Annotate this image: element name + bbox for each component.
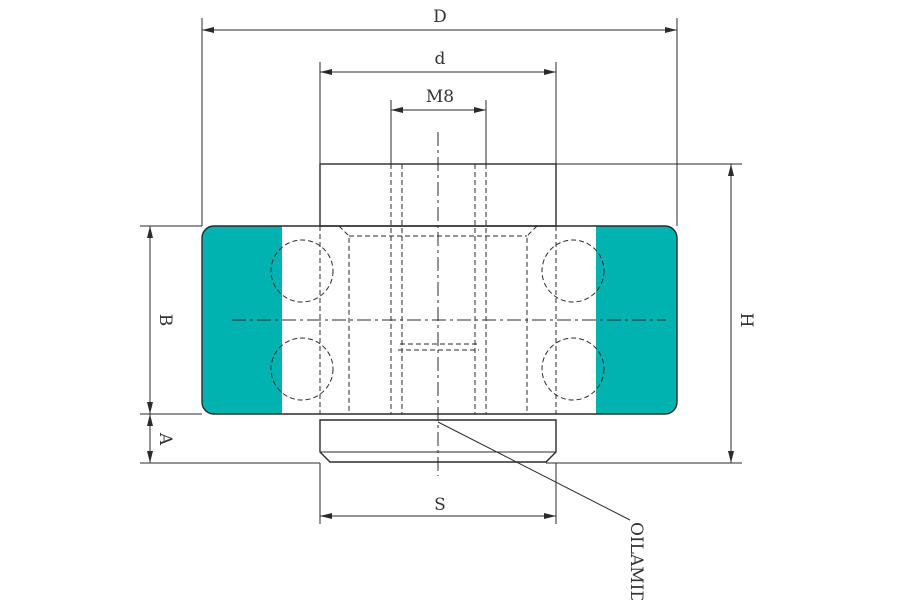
dimension-label-H: H: [736, 313, 756, 328]
dimension-label-S: S: [434, 495, 446, 515]
center-lines: [232, 132, 666, 476]
dimension-d: d: [319, 49, 557, 164]
material-label: OILAMID: [626, 522, 646, 600]
dimension-label-D: D: [433, 7, 447, 27]
dimension-H: H: [546, 163, 756, 464]
dimension-label-A: A: [155, 432, 175, 446]
dimension-label-thread: M8: [426, 87, 454, 107]
hidden-lines: [270, 164, 605, 415]
material-callout: OILAMID: [437, 421, 646, 600]
ball-bottom-right: [541, 337, 605, 401]
ball-top-left: [270, 239, 334, 303]
dimension-label-d: d: [435, 49, 446, 69]
ball-top-right: [541, 239, 605, 303]
dimension-M8: M8: [390, 87, 487, 164]
dimension-B: B: [140, 225, 202, 415]
dimension-D: D: [201, 7, 678, 226]
dimension-S: S: [319, 463, 557, 524]
dimension-label-B: B: [155, 314, 175, 327]
dimension-A: A: [140, 414, 320, 464]
ball-bottom-left: [270, 337, 334, 401]
